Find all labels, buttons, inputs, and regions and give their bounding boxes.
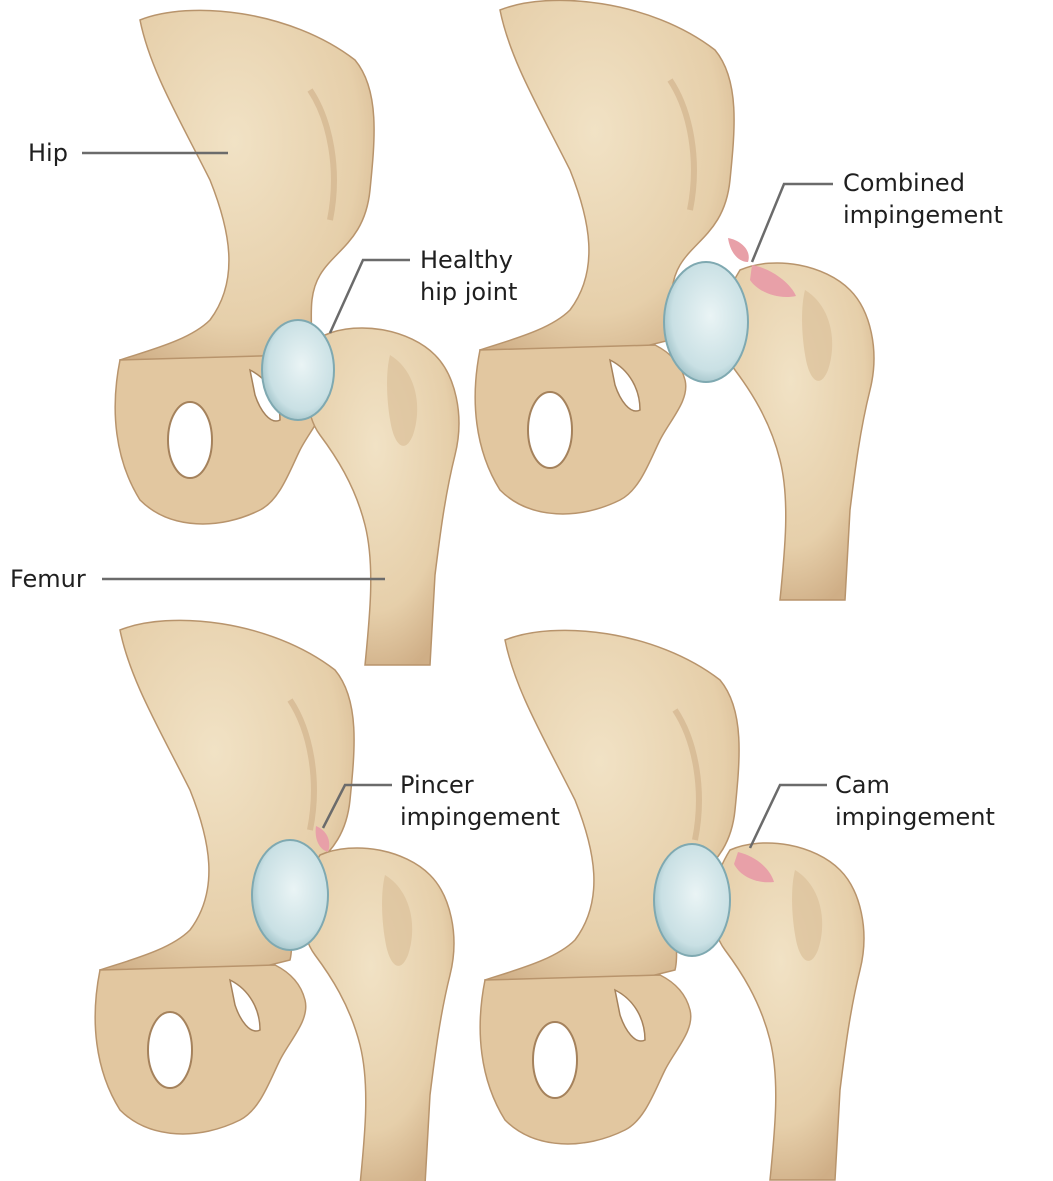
impingement-mark-cam [750,265,796,298]
combined-impingement-figure [475,0,875,601]
impingement-mark-pincer [315,826,330,852]
impingement-mark-rim [728,238,749,262]
leader-lines [82,151,833,849]
cam-impingement-figure [480,630,865,1181]
leader-cam [748,783,827,849]
label-pincer-impingement: Pincer impingement [400,771,560,831]
leader-pincer [321,783,392,829]
label-combined-impingement: Combined impingement [843,169,1003,229]
cartilage-pincer [251,839,329,951]
label-healthy-hip-joint: Healthy hip joint [420,246,518,306]
pincer-impingement-figure [95,620,455,1181]
cartilage-healthy [261,319,335,421]
healthy-hip-figure [115,10,460,666]
cartilage-combined [663,261,749,383]
cartilage-cam [653,843,731,957]
leader-combined [750,182,833,263]
impingement-mark-cam-only [734,852,774,883]
label-hip: Hip [28,139,68,167]
label-femur: Femur [10,565,86,593]
leader-healthy [328,258,410,334]
label-cam-impingement: Cam impingement [835,771,995,831]
